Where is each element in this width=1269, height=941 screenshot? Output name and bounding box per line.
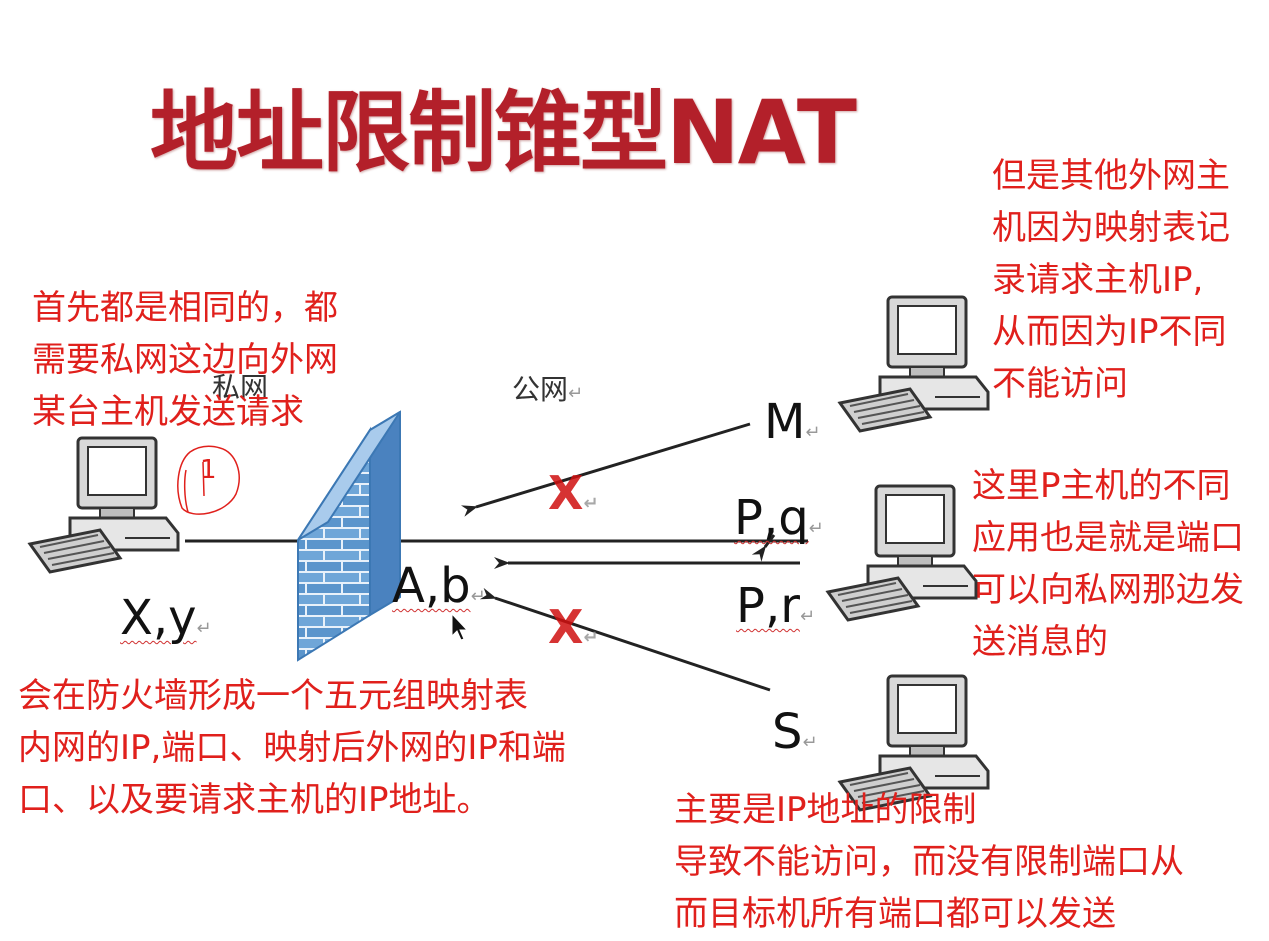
note-middle-right: 这里P主机的不同 应用也是就是端口 可以向私网那边发 送消息的 bbox=[972, 460, 1244, 668]
arrow-from-s bbox=[479, 587, 771, 692]
computer-icon bbox=[838, 295, 990, 433]
note-line: 主要是IP地址的限制 bbox=[674, 790, 977, 830]
note-line: 但是其他外网主 bbox=[992, 156, 1230, 196]
host-m-text: M bbox=[764, 394, 806, 450]
nat-address-text: A,b bbox=[392, 558, 471, 614]
blocked-mark-text: X bbox=[548, 466, 584, 520]
note-line: 可以向私网那边发 bbox=[972, 570, 1244, 610]
computer-icon bbox=[826, 484, 978, 622]
page-title: 地址限制锥型NAT bbox=[150, 81, 857, 184]
note-line: 机因为映射表记 bbox=[992, 208, 1230, 248]
blocked-mark: X↵ bbox=[548, 600, 599, 654]
note-line: 而目标机所有端口都可以发送 bbox=[674, 894, 1116, 934]
host-pq-text: P,q bbox=[734, 490, 809, 546]
blocked-mark-text: X bbox=[548, 600, 584, 654]
note-line: 不能访问 bbox=[992, 364, 1128, 404]
return-glyph: ↵ bbox=[799, 606, 816, 627]
computer-icon bbox=[28, 436, 180, 574]
nat-address-label: A,b↵ bbox=[392, 558, 486, 614]
private-net-label: 私网 bbox=[212, 371, 269, 404]
note-line: 应用也是就是端口 bbox=[972, 518, 1244, 558]
note-line: 会在防火墙形成一个五元组映射表 bbox=[18, 676, 528, 716]
note-line: 口、以及要请求主机的IP地址。 bbox=[18, 780, 491, 820]
return-glyph: ↵ bbox=[802, 732, 818, 753]
note-top-right: 但是其他外网主 机因为映射表记 录请求主机IP, 从而因为IP不同 不能访问 bbox=[992, 150, 1230, 410]
host-s-text: S bbox=[772, 704, 803, 760]
return-glyph: ↵ bbox=[583, 493, 599, 514]
note-top-left: 首先都是相同的，都 需要私网这边向外网 某台主机发送请求 bbox=[32, 282, 338, 438]
return-glyph: ↵ bbox=[470, 586, 486, 607]
note-line: 首先都是相同的，都 bbox=[32, 288, 338, 328]
return-glyph: ↵ bbox=[805, 422, 821, 443]
note-line: 需要私网这边向外网 bbox=[32, 340, 338, 380]
handwritten-mark bbox=[177, 445, 240, 515]
inner-host-label: X,y↵ bbox=[120, 590, 212, 646]
note-line: 录请求主机IP, bbox=[992, 260, 1204, 300]
blocked-mark: X↵ bbox=[548, 466, 599, 520]
return-glyph: ↵ bbox=[568, 383, 584, 404]
public-net-text: 公网 bbox=[512, 373, 569, 406]
host-pr-label: P,r↵ bbox=[736, 578, 815, 634]
host-pq-label: P,q↵ bbox=[734, 490, 824, 546]
arrow-from-m bbox=[460, 422, 751, 517]
return-glyph: ↵ bbox=[583, 627, 599, 648]
return-glyph: ↵ bbox=[808, 518, 824, 539]
host-m-label: M↵ bbox=[764, 394, 821, 450]
note-line: 某台主机发送请求 bbox=[32, 392, 304, 432]
note-line: 送消息的 bbox=[972, 622, 1108, 662]
public-net-label: 公网↵ bbox=[512, 368, 583, 408]
note-bottom-left: 会在防火墙形成一个五元组映射表 内网的IP,端口、映射后外网的IP和端 口、以及… bbox=[18, 670, 566, 826]
host-pr-text: P,r bbox=[736, 578, 800, 634]
note-line: 内网的IP,端口、映射后外网的IP和端 bbox=[18, 728, 566, 768]
note-line: 从而因为IP不同 bbox=[992, 312, 1227, 352]
inner-host-text: X,y bbox=[120, 590, 197, 646]
note-line: 这里P主机的不同 bbox=[972, 466, 1231, 506]
note-bottom-right: 主要是IP地址的限制 导致不能访问，而没有限制端口从 而目标机所有端口都可以发送 bbox=[674, 784, 1184, 940]
host-s-label: S↵ bbox=[772, 704, 818, 760]
firewall-icon bbox=[297, 410, 401, 662]
cursor-icon bbox=[451, 612, 469, 641]
handwritten-number: 1 bbox=[200, 455, 217, 485]
arrow-to-pq bbox=[751, 534, 776, 562]
return-glyph: ↵ bbox=[196, 618, 212, 639]
note-line: 导致不能访问，而没有限制端口从 bbox=[674, 842, 1184, 882]
